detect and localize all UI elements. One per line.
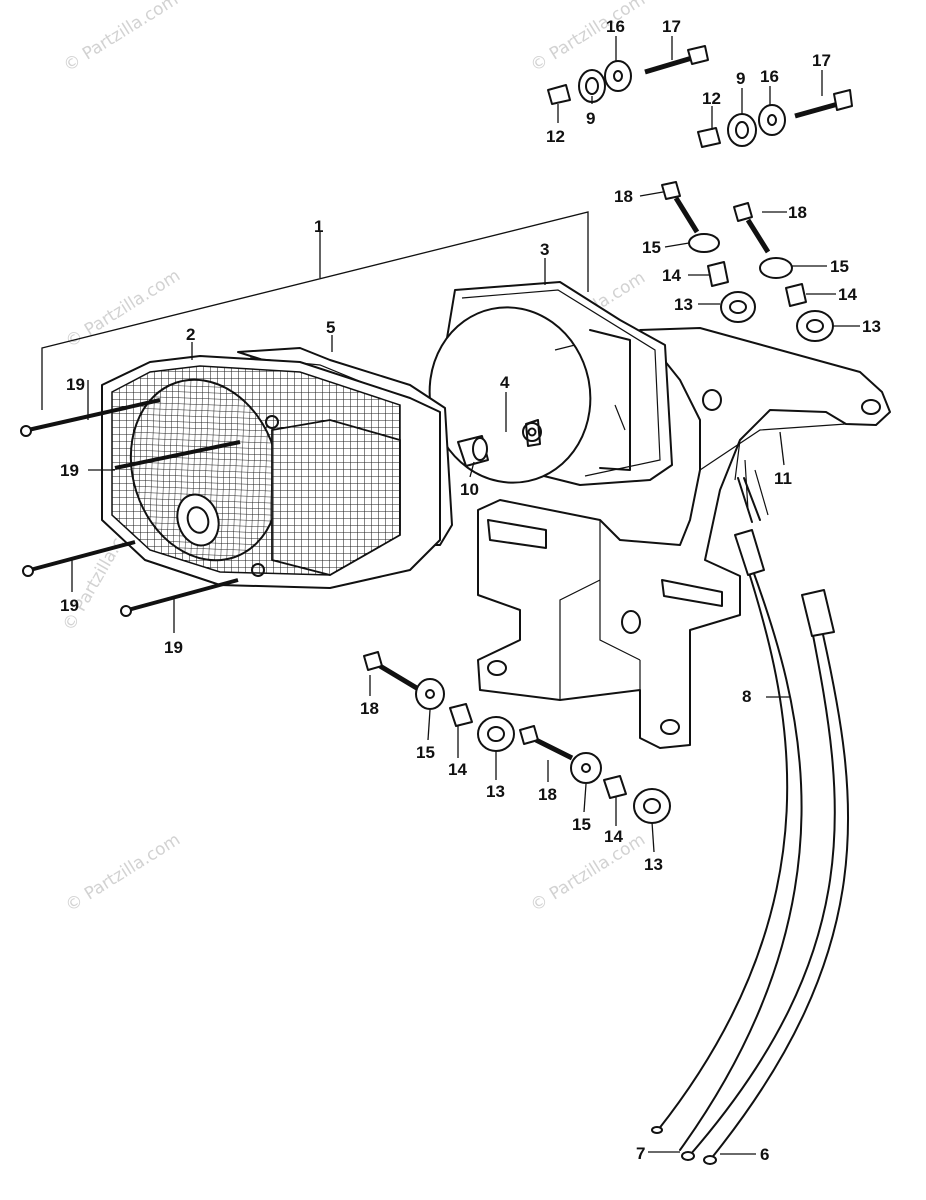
callout-12: 12 <box>702 89 721 108</box>
top-hardware <box>547 45 853 148</box>
callout-19: 19 <box>66 375 85 394</box>
callout-14: 14 <box>448 760 467 779</box>
callout-4: 4 <box>500 373 510 392</box>
callout-17: 17 <box>812 51 831 70</box>
callout-7: 7 <box>636 1144 645 1163</box>
callout-10: 10 <box>460 480 479 499</box>
callout-18: 18 <box>788 203 807 222</box>
callout-2: 2 <box>186 325 195 344</box>
callout-16: 16 <box>606 17 625 36</box>
socket-part-4 <box>525 419 541 447</box>
callout-11: 11 <box>774 469 792 488</box>
watermark: © Partzilla.com <box>62 830 184 916</box>
assembly-bracket-1 <box>41 211 589 410</box>
watermark: © Partzilla.com <box>527 0 649 76</box>
callout-18: 18 <box>614 187 633 206</box>
callout-18: 18 <box>360 699 379 718</box>
callout-13: 13 <box>486 782 505 801</box>
callout-9: 9 <box>586 109 595 128</box>
bottom-hardware <box>363 651 671 824</box>
callout-15: 15 <box>830 257 849 276</box>
right-hardware <box>661 181 834 342</box>
callout-18: 18 <box>538 785 557 804</box>
callout-5: 5 <box>326 318 335 337</box>
callout-9: 9 <box>736 69 745 88</box>
callout-17: 17 <box>662 17 681 36</box>
callout-16: 16 <box>760 67 779 86</box>
watermark: © Partzilla.com <box>60 0 182 76</box>
callouts: 1 2 3 4 5 10 11 8 19 19 19 19 12 9 16 17… <box>60 17 881 1164</box>
callout-13: 13 <box>674 295 693 314</box>
callout-12: 12 <box>546 127 565 146</box>
callout-19: 19 <box>164 638 183 657</box>
watermark: © Partzilla.com <box>62 266 184 352</box>
callout-15: 15 <box>572 815 591 834</box>
watermark: © Partzilla.com <box>527 830 649 916</box>
bulb-part-10 <box>457 435 489 467</box>
callout-8: 8 <box>742 687 751 706</box>
callout-3: 3 <box>540 240 549 259</box>
callout-14: 14 <box>604 827 623 846</box>
callout-14: 14 <box>838 285 857 304</box>
callout-13: 13 <box>644 855 663 874</box>
callout-6: 6 <box>760 1145 769 1164</box>
taillight-lens-part-2 <box>101 355 441 589</box>
callout-19: 19 <box>60 596 79 615</box>
screws-part-19 <box>20 398 241 617</box>
callout-15: 15 <box>642 238 661 257</box>
callout-15: 15 <box>416 743 435 762</box>
callout-14: 14 <box>662 266 681 285</box>
callout-19: 19 <box>60 461 79 480</box>
taillight-base-part-3 <box>428 281 673 486</box>
rear-bracket-part-11 <box>477 327 891 749</box>
wire-harness-part-8 <box>651 477 850 1165</box>
callout-13: 13 <box>862 317 881 336</box>
callout-1: 1 <box>314 217 323 236</box>
leader-lines <box>71 36 860 1155</box>
